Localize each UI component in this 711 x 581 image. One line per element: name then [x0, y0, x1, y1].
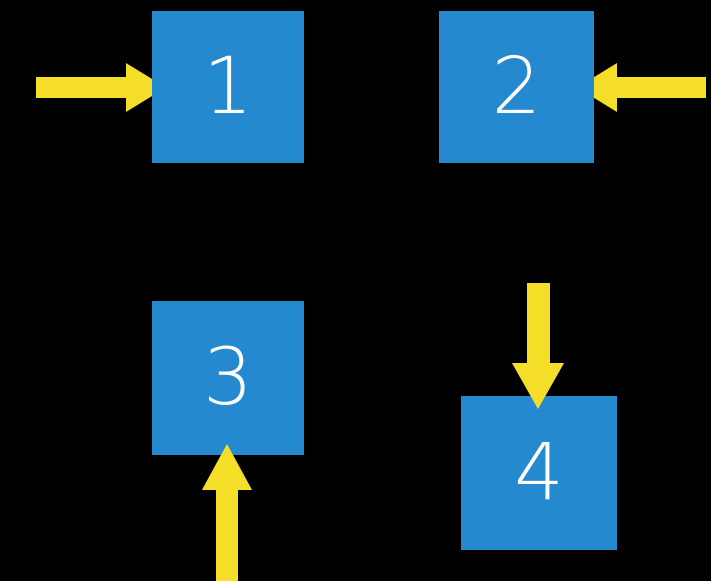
- arrow-into-node-2: [577, 63, 706, 112]
- arrow-into-node-3: [202, 444, 252, 581]
- arrow-into-node-4: [512, 283, 564, 409]
- node-label-2: 2: [491, 42, 542, 132]
- node-box-3[interactable]: [152, 301, 304, 455]
- node-box-2[interactable]: [439, 11, 594, 163]
- node-box-1[interactable]: [152, 11, 304, 163]
- node-box-4[interactable]: [461, 396, 617, 550]
- node-label-3: 3: [203, 333, 253, 423]
- arrow-into-node-4-tip: [512, 283, 564, 409]
- node-label-1: 1: [203, 42, 253, 132]
- node-label-4: 4: [514, 428, 564, 518]
- arrow-into-node-1: [36, 63, 166, 112]
- arrow-into-node-3-tip: [202, 444, 252, 581]
